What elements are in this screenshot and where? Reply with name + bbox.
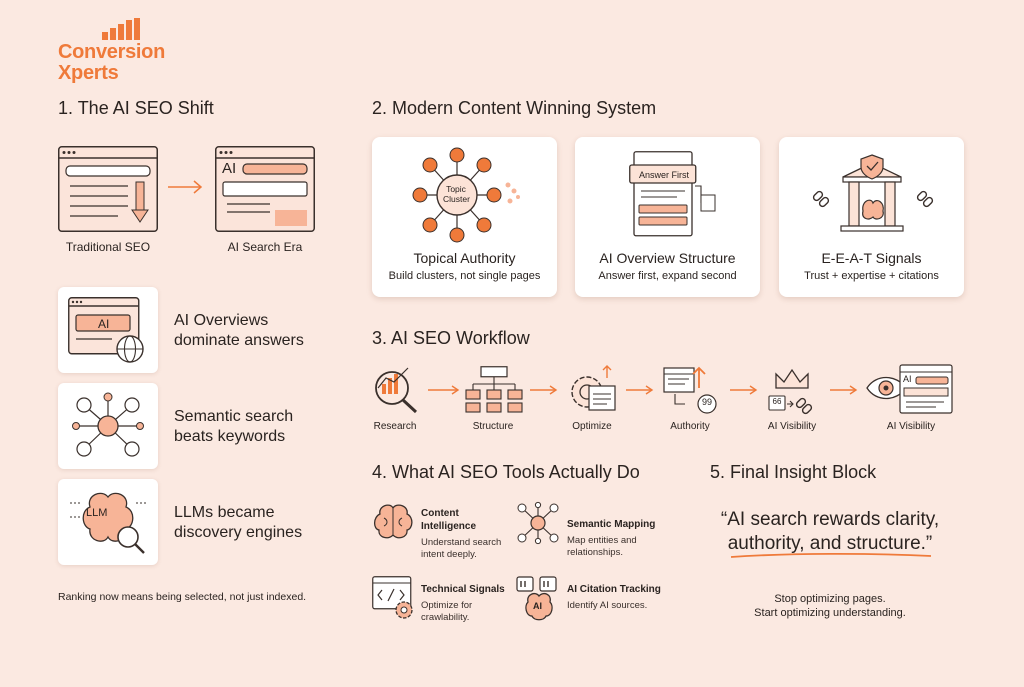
logo-bars-icon [102,18,140,40]
section-4-title: 4. What AI SEO Tools Actually Do [372,462,640,482]
feature-line-1: Semantic search [174,408,294,425]
workflow-arrow-icon [428,385,460,395]
technical-code-gear-icon [372,576,413,619]
ai-visibility-crown-icon [768,368,813,415]
trust-pillars-icon [812,154,934,232]
workflow-arrow-icon [730,385,758,395]
section-1-footnote: Ranking now means being selected, not ju… [58,591,307,603]
card-ai-overview-structure: Answer First AI Overview Structure Answe… [575,137,760,297]
traditional-seo-browser-icon [58,146,158,232]
workflow-arrow-icon [830,385,858,395]
answer-first-doc-icon [629,151,716,237]
card-subtitle: Build clusters, not single pages [388,270,541,282]
visibility-badge: 66 [772,397,782,406]
feature-line-2: discovery engines [174,524,303,541]
shift-arrow-icon [168,180,203,194]
answer-first-label: Answer First [638,170,689,180]
tool-content-intelligence: Content Intelligence Understand search i… [421,507,501,561]
card-title: E-E-A-T Signals [821,250,922,266]
semantic-search-card [58,383,158,469]
quote-underline-icon [730,552,932,558]
topic-cluster-label: Topic Cluster [443,184,470,204]
tool-title-line-2: Intelligence [421,521,477,532]
ai-visibility-eye-icon [866,364,953,414]
insight-tagline: Stop optimizing pages. Start optimizing … [680,592,980,620]
workflow-step-ai-visibility-final: AI Visibility [886,421,936,432]
ai-search-era-label: AI Search Era [227,240,303,254]
topic-cluster-icon [412,147,520,243]
tool-title-line-1: AI Citation Tracking [567,584,661,595]
quote-line-1: “AI search rewards clarity, [720,509,940,530]
card-title: Topical Authority [413,250,516,266]
ai-overview-globe-icon [68,297,144,363]
authority-growth-icon [663,366,717,414]
section-5-title: 5. Final Insight Block [710,462,877,482]
card-topical-authority: Topic Cluster Topical Authority Build cl… [372,137,557,297]
card-title: AI Overview Structure [599,250,736,266]
topic-label: Topic [446,184,466,194]
section-1-title: 1. The AI SEO Shift [58,98,214,118]
insight-line-2: Start optimizing understanding. [754,607,906,619]
tool-title-line-1: Semantic Mapping [567,519,656,530]
workflow-arrow-icon [626,385,654,395]
semantic-network-icon [72,392,144,457]
llm-discovery-card: LLM [58,479,158,565]
workflow-step-ai-visibility: AI Visibility [767,421,817,432]
ai-overviews-card: AI [58,287,158,373]
tool-desc-line-2: relationships. [567,547,623,558]
logo-line-1: Conversion [58,41,166,63]
ai-citation-icon-label: AI [533,601,542,611]
workflow-arrow-icon [530,385,558,395]
ai-search-browser-icon [215,146,315,232]
workflow-step-authority: Authority [670,421,710,432]
content-intelligence-brain-icon [373,504,413,539]
tool-desc-line-1: Map entities and [567,535,637,546]
authority-badge: 99 [701,397,712,407]
feature-line-1: LLMs became [174,504,275,521]
section-3-title: 3. AI SEO Workflow [372,328,530,348]
tool-desc-line-1: Identify AI sources. [567,600,648,611]
ai-citation-quote-icon [516,576,557,621]
feature-semantic-search: Semantic search beats keywords [174,407,293,447]
final-ai-tag: AI [903,374,912,384]
card-eeat-signals: E-E-A-T Signals Trust + expertise + cita… [779,137,964,297]
tool-desc-line-2: crawlability. [421,612,470,623]
tool-desc-line-2: intent deeply. [421,549,477,560]
tool-desc-line-1: Understand search [421,537,502,548]
feature-line-2: beats keywords [174,428,286,445]
card-subtitle: Answer first, expand second [598,270,737,282]
feature-ai-overviews: AI Overviews dominate answers [174,311,304,351]
card-subtitle: Trust + expertise + citations [804,270,939,282]
workflow-step-structure: Structure [472,421,514,432]
research-magnifier-icon [375,367,418,414]
tool-ai-citation-tracking: AI Citation Tracking Identify AI sources… [567,583,661,612]
section-2-title: 2. Modern Content Winning System [372,98,657,118]
workflow-step-research: Research [373,421,417,432]
tool-semantic-mapping: Semantic Mapping Map entities and relati… [567,518,655,559]
tool-technical-signals: Technical Signals Optimize for crawlabil… [421,583,505,624]
tool-title-line-1: Technical Signals [421,584,505,595]
logo-line-2: Xperts [58,62,119,84]
ai-overview-icon-label: AI [98,317,110,331]
ai-tag: AI [222,160,237,177]
llm-icon-label: LLM [86,507,108,519]
feature-line-2: dominate answers [174,332,304,349]
insight-line-1: Stop optimizing pages. [774,593,886,605]
semantic-mapping-network-icon [517,501,559,545]
logo-text: Conversion Xperts [58,42,165,84]
tool-title-line-1: Content [421,508,459,519]
structure-sitemap-icon [465,366,523,413]
workflow-step-optimize: Optimize [572,421,612,432]
optimize-gear-icon [571,365,616,411]
llm-brain-search-icon [70,492,148,554]
feature-llm-discovery: LLMs became discovery engines [174,503,302,543]
tool-desc-line-1: Optimize for [421,600,473,611]
feature-line-1: AI Overviews [174,312,269,329]
traditional-seo-label: Traditional SEO [65,240,151,254]
insight-quote: “AI search rewards clarity, authority, a… [680,508,980,556]
quote-line-2: authority, and structure.” [727,533,933,554]
cluster-label: Cluster [443,194,470,204]
